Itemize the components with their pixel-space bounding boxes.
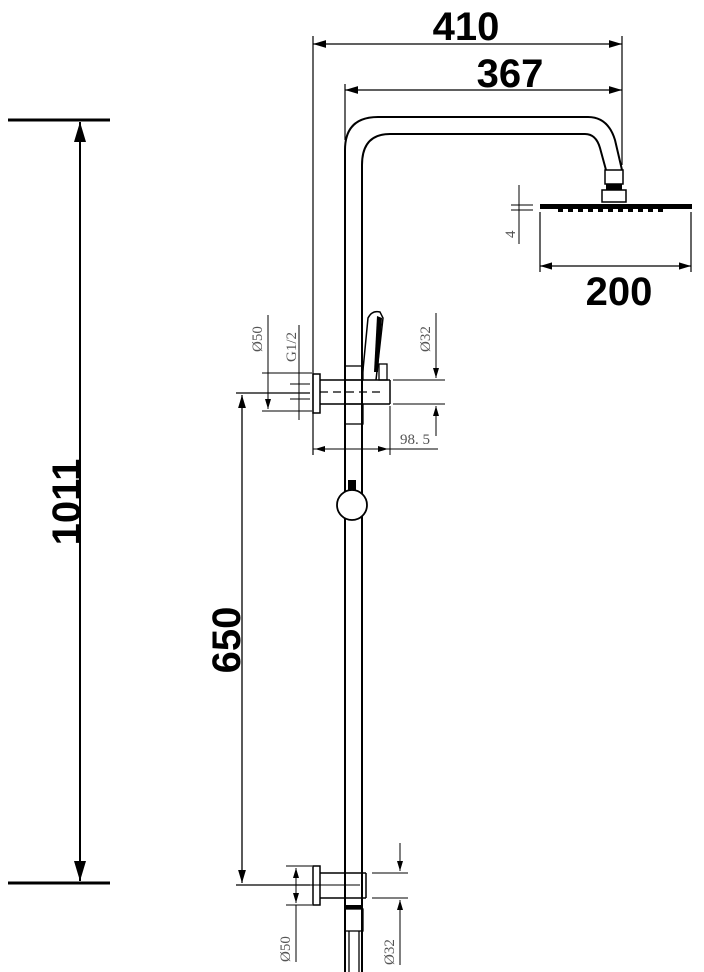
dimension-label-4: 4	[503, 230, 519, 238]
top-wall-bracket	[312, 363, 391, 425]
bottom-wall-bracket	[310, 865, 367, 906]
dimension-label-650: 650	[205, 607, 249, 674]
dimension-200: 200	[539, 212, 692, 314]
dimension-650: 650	[205, 392, 310, 886]
dimension-thread: G1/2	[284, 325, 310, 420]
top-pipe-diameter-label: Ø32	[418, 326, 434, 352]
slider-knob	[336, 480, 368, 521]
dimension-410: 410	[312, 5, 623, 455]
bottom-plate-diameter-label: Ø50	[278, 936, 294, 962]
thread-label: G1/2	[284, 332, 300, 362]
dimension-4: 4	[503, 185, 533, 244]
riser-pipe	[344, 116, 623, 972]
dimension-label-200: 200	[586, 270, 653, 314]
dimension-bottom-plate: Ø50	[278, 865, 312, 962]
hand-shower	[361, 310, 384, 381]
dimension-1011: 1011	[8, 118, 110, 885]
bottom-pipe-diameter-label: Ø32	[382, 939, 398, 965]
dimension-bottom-pipe: Ø32	[372, 843, 408, 965]
hose-connector	[344, 905, 364, 972]
dimension-top-plate: Ø50	[250, 315, 312, 412]
dimension-top-pipe: Ø32	[393, 313, 445, 436]
dimension-label-367: 367	[477, 52, 544, 96]
bracket-projection-label: 98. 5	[400, 432, 430, 448]
shower-head	[540, 169, 692, 212]
dimension-98-5: 98. 5	[313, 406, 438, 455]
dimension-label-1011: 1011	[45, 459, 89, 546]
dimension-label-410: 410	[433, 5, 500, 49]
top-plate-diameter-label: Ø50	[250, 326, 266, 352]
dimension-367: 367	[344, 52, 622, 140]
